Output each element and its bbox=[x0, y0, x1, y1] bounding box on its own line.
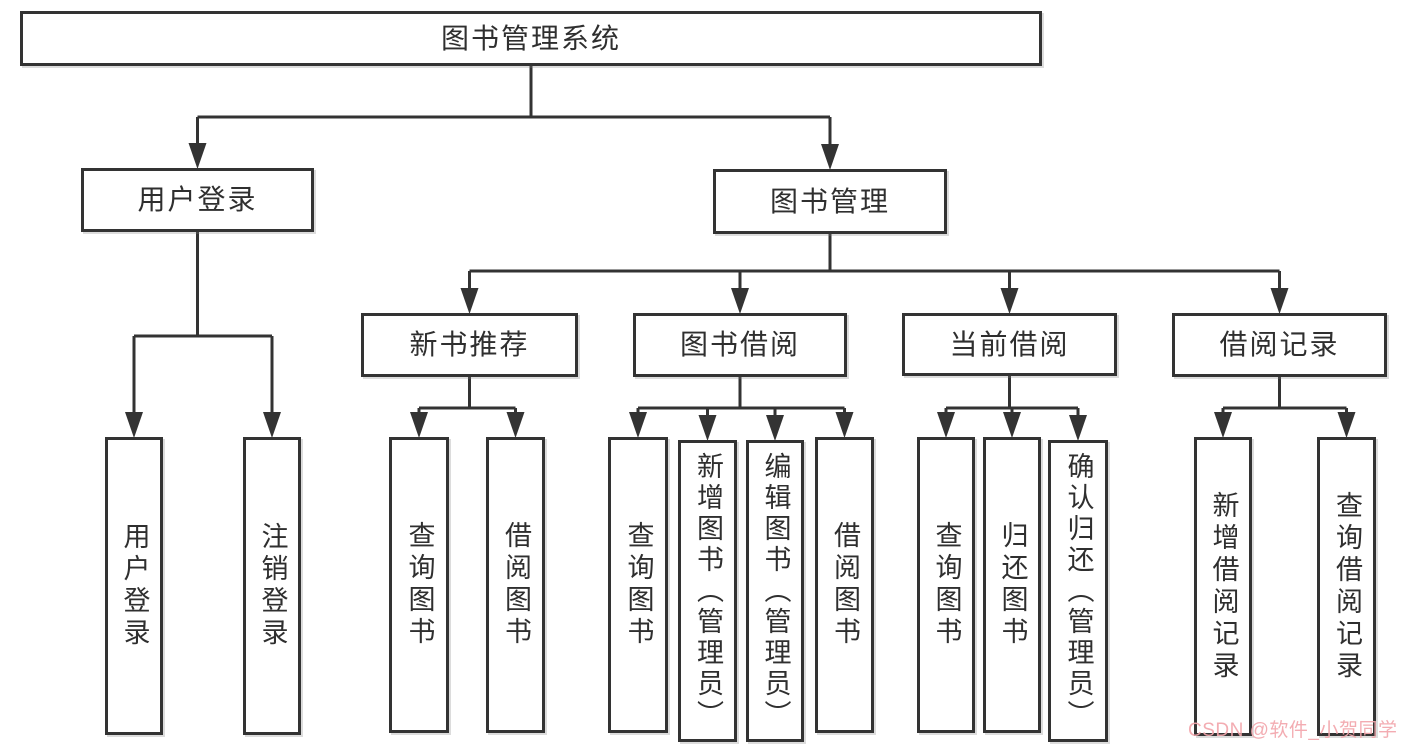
arrowhead-icon bbox=[731, 288, 749, 314]
node-br-add-record: 新增借阅记录 bbox=[1194, 437, 1252, 736]
node-label: 归还图书 bbox=[997, 521, 1028, 649]
node-label: 借阅图书 bbox=[830, 521, 860, 649]
node-new-book-recommend: 新书推荐 bbox=[361, 313, 578, 377]
node-nb-borrow-book: 借阅图书 bbox=[486, 437, 545, 733]
arrowhead-icon bbox=[263, 412, 281, 438]
arrowhead-icon bbox=[188, 143, 207, 169]
node-bb-query-book: 查询图书 bbox=[608, 437, 668, 733]
node-label: 查询借阅记录 bbox=[1332, 490, 1362, 683]
arrowhead-icon bbox=[629, 412, 647, 438]
node-cb-confirm-return: 确认归还（管理员） bbox=[1048, 440, 1108, 742]
node-label: 新增图书（管理员） bbox=[693, 451, 723, 731]
arrowhead-icon bbox=[1000, 288, 1019, 314]
node-label: 用户登录 bbox=[119, 522, 150, 650]
arrowhead-icon bbox=[1003, 412, 1021, 438]
node-label: 图书借阅 bbox=[679, 329, 800, 360]
arrowhead-icon bbox=[821, 144, 839, 170]
arrowhead-icon bbox=[766, 415, 784, 441]
node-leaf-user-login: 用户登录 bbox=[105, 437, 163, 735]
node-borrow-records: 借阅记录 bbox=[1172, 313, 1387, 377]
node-cb-return-book: 归还图书 bbox=[983, 437, 1041, 733]
node-cb-query-book: 查询图书 bbox=[917, 437, 975, 733]
node-label: 查询图书 bbox=[404, 521, 435, 649]
node-label: 编辑图书（管理员） bbox=[760, 451, 791, 731]
node-label: 查询图书 bbox=[931, 521, 962, 649]
node-br-query-record: 查询借阅记录 bbox=[1317, 437, 1376, 736]
node-user-login: 用户登录 bbox=[81, 168, 314, 232]
node-current-borrowing: 当前借阅 bbox=[902, 313, 1117, 376]
node-label: 图书管理系统 bbox=[440, 22, 621, 54]
node-label: 新增借阅记录 bbox=[1208, 490, 1239, 683]
arrowhead-icon bbox=[1337, 412, 1356, 438]
node-label: 用户登录 bbox=[137, 184, 258, 215]
arrowhead-icon bbox=[698, 415, 717, 441]
node-bb-borrow-book: 借阅图书 bbox=[815, 437, 874, 733]
arrowhead-icon bbox=[835, 412, 854, 438]
arrowhead-icon bbox=[1270, 288, 1289, 314]
node-bb-add-book: 新增图书（管理员） bbox=[678, 440, 737, 742]
node-book-borrowing: 图书借阅 bbox=[633, 313, 847, 377]
arrowhead-icon bbox=[410, 412, 428, 438]
arrowhead-icon bbox=[937, 412, 955, 438]
watermark: CSDN @软件_小贺同学 bbox=[1188, 720, 1398, 741]
node-system: 图书管理系统 bbox=[20, 11, 1042, 66]
node-label: 当前借阅 bbox=[949, 328, 1070, 360]
arrowhead-icon bbox=[1069, 415, 1087, 441]
arrowhead-icon bbox=[460, 288, 479, 314]
node-label: 借阅记录 bbox=[1219, 329, 1340, 360]
node-label: 查询图书 bbox=[623, 521, 654, 649]
arrowhead-icon bbox=[506, 412, 525, 438]
node-book-management: 图书管理 bbox=[713, 169, 947, 234]
node-label: 注销登录 bbox=[257, 522, 288, 650]
node-nb-query-book: 查询图书 bbox=[389, 437, 449, 733]
node-bb-edit-book: 编辑图书（管理员） bbox=[746, 440, 804, 742]
node-label: 确认归还（管理员） bbox=[1063, 451, 1094, 731]
node-label: 借阅图书 bbox=[501, 521, 531, 649]
arrowhead-icon bbox=[1214, 412, 1232, 438]
node-label: 图书管理 bbox=[769, 185, 890, 217]
node-label: 新书推荐 bbox=[409, 329, 530, 360]
arrowhead-icon bbox=[125, 412, 143, 438]
node-leaf-logout: 注销登录 bbox=[243, 437, 301, 735]
